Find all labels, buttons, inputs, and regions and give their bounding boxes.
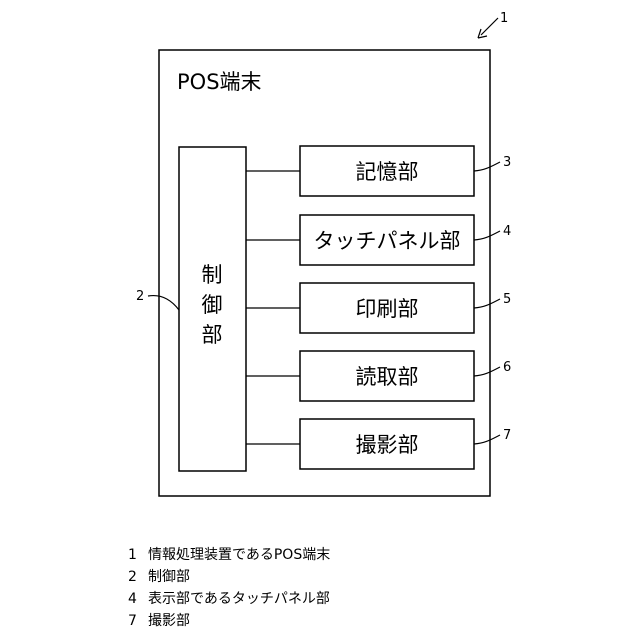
legend-number: 7 <box>128 610 148 632</box>
unit-label-3: 記憶部 <box>356 160 419 184</box>
legend-item: 2制御部 <box>128 566 330 588</box>
controller-char-2: 御 <box>202 293 223 317</box>
ref-leader-7 <box>474 435 500 444</box>
unit-label-6: 読取部 <box>356 365 419 389</box>
ref-arrow-1 <box>481 18 498 35</box>
reference-legend: 1情報処理装置であるPOS端末 2制御部 4表示部であるタッチパネル部 7撮影部 <box>128 544 330 632</box>
legend-number: 4 <box>128 588 148 610</box>
ref-leader-2 <box>148 296 179 310</box>
ref-number-2: 2 <box>136 289 144 304</box>
legend-number: 1 <box>128 544 148 566</box>
unit-label-5: 印刷部 <box>356 297 419 321</box>
unit-label-7: 撮影部 <box>356 433 419 457</box>
pos-terminal-title: POS端末 <box>177 70 262 94</box>
ref-number-7: 7 <box>503 428 511 443</box>
ref-number-6: 6 <box>503 360 511 375</box>
ref-number-1: 1 <box>500 11 508 26</box>
legend-item: 4表示部であるタッチパネル部 <box>128 588 330 610</box>
legend-item: 7撮影部 <box>128 610 330 632</box>
ref-leader-3 <box>474 162 500 171</box>
legend-number: 2 <box>128 566 148 588</box>
unit-label-4: タッチパネル部 <box>314 229 461 253</box>
ref-number-5: 5 <box>503 292 511 307</box>
legend-text: 情報処理装置であるPOS端末 <box>148 547 330 563</box>
ref-number-3: 3 <box>503 155 511 170</box>
legend-item: 1情報処理装置であるPOS端末 <box>128 544 330 566</box>
legend-text: 撮影部 <box>148 613 190 629</box>
legend-text: 表示部であるタッチパネル部 <box>148 591 330 607</box>
legend-text: 制御部 <box>148 569 190 585</box>
controller-char-3: 部 <box>202 323 223 347</box>
controller-char-1: 制 <box>202 263 223 287</box>
ref-leader-4 <box>474 231 500 240</box>
ref-number-4: 4 <box>503 224 511 239</box>
ref-leader-6 <box>474 367 500 376</box>
ref-leader-5 <box>474 299 500 308</box>
